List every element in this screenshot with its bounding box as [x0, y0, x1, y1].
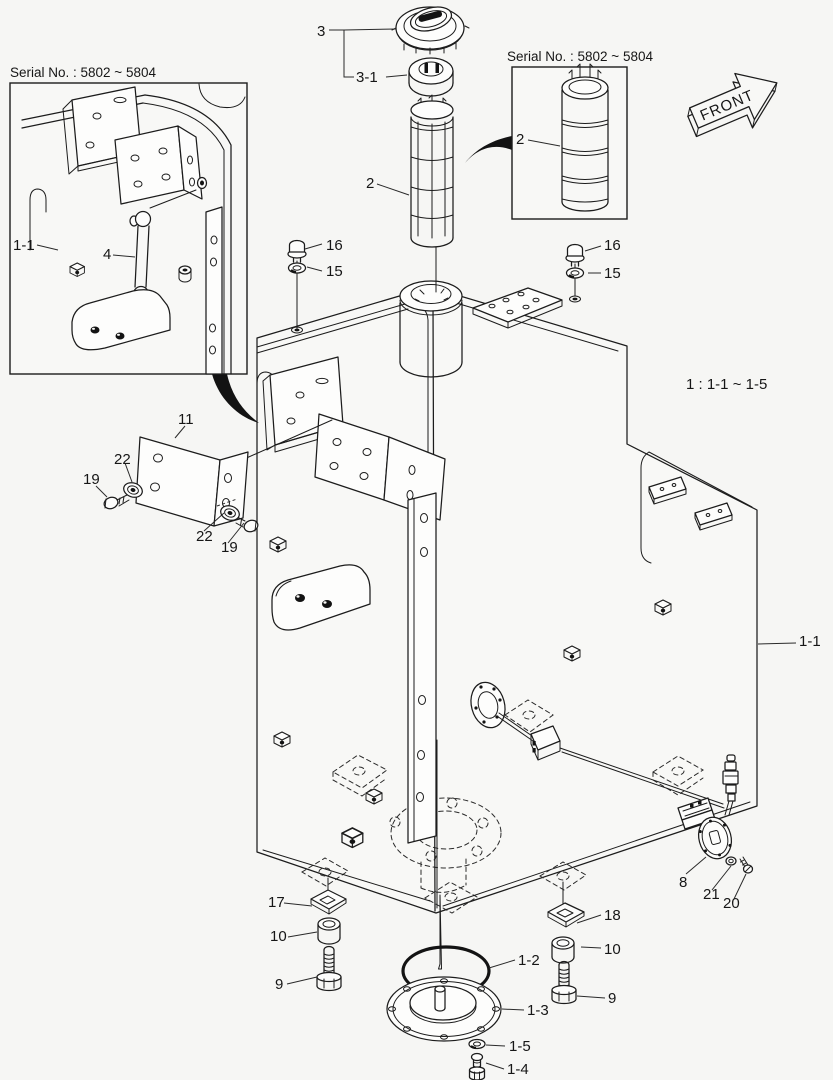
filler-neck [399, 280, 463, 378]
bracket-washer-left [123, 482, 143, 498]
assembly-ratio-note: 1 : 1-1 ~ 1-5 [686, 376, 767, 393]
callout-bolt-top-right: 16 [604, 237, 621, 254]
callout-bolt-bracket-left: 19 [83, 471, 100, 488]
callout-shim-right: 18 [604, 907, 621, 924]
callout-washer-top-right: 15 [604, 265, 621, 282]
inset-right-pointer [465, 136, 512, 163]
callout-spacer-right: 10 [604, 941, 621, 958]
channel-strip [407, 492, 437, 844]
bracket-bolt-left [103, 494, 130, 510]
inset-bracket-lower [114, 125, 203, 205]
callout-bolt-mount-left: 9 [275, 976, 283, 993]
callout-spacer-left: 10 [270, 928, 287, 945]
callout-sender-bolt: 20 [723, 895, 740, 912]
inset-cover-bracket [71, 289, 171, 351]
weld-nuts [269, 536, 672, 849]
inset-left-callout-4: 4 [103, 246, 111, 263]
leader-lines [95, 28, 797, 1070]
serial-inset-left: Serial No. : 5802 ~ 5804 1-1 4 [9, 65, 248, 375]
inset-left-serial-note: Serial No. : 5802 ~ 5804 [10, 65, 156, 80]
drain-assembly [386, 894, 502, 1080]
drain-flange [386, 976, 502, 1042]
hidden-mount-pads [301, 699, 704, 914]
callout-oring: 1-2 [518, 952, 540, 969]
spacer-left [317, 917, 341, 945]
callout-shim-left: 17 [268, 894, 285, 911]
mount-bolt-left [316, 945, 342, 992]
cover-bracket [271, 564, 371, 631]
top-bolt-left [287, 239, 307, 330]
callout-bolt-mount-right: 9 [608, 990, 616, 1007]
callout-flange: 1-3 [527, 1002, 549, 1019]
top-bolt-hole-right [569, 295, 581, 303]
inset-right-serial-note: Serial No. : 5802 ~ 5804 [507, 49, 653, 64]
callout-cap: 3 [317, 23, 325, 40]
front-direction-arrow: FRONT [687, 72, 778, 138]
sender-bolt [739, 856, 754, 874]
mount-left [310, 877, 347, 992]
callout-tank: 1-1 [799, 633, 821, 650]
inset-left-pointer [212, 374, 259, 423]
callout-washer-bracket-right: 22 [196, 528, 213, 545]
callout-cap-ring: 3-1 [356, 69, 378, 86]
callout-flange-washer: 1-5 [509, 1038, 531, 1055]
callout-bolt-bracket-right: 19 [221, 539, 238, 556]
flange-washer [468, 1038, 486, 1050]
top-washer-right [565, 267, 585, 279]
inset-right-callout-2: 2 [516, 131, 524, 148]
top-access-plate [472, 287, 563, 329]
callout-sender-washer: 21 [703, 886, 720, 903]
inset-strip [205, 206, 223, 375]
callout-flange-bolt: 1-4 [507, 1061, 529, 1078]
serial-inset-right: Serial No. : 5802 ~ 5804 2 [507, 49, 653, 220]
sender-wire [496, 712, 725, 809]
callout-labels: 3 3-1 2 16 15 16 15 11 22 19 22 19 1 : 1… [83, 23, 821, 1078]
sender-washer [725, 856, 737, 866]
callout-bolt-top-left: 16 [326, 237, 343, 254]
flange-bolt [468, 1052, 486, 1080]
top-washer-left [287, 262, 307, 274]
sender-connector [722, 754, 739, 816]
cap-retainer-ring [408, 57, 454, 97]
mount-bars-right [648, 476, 733, 531]
spacer-right [551, 936, 575, 964]
filler-cap [391, 6, 470, 55]
suction-port-flange [470, 681, 506, 729]
callout-fuel-sender: 8 [679, 874, 687, 891]
callout-washer-top-left: 15 [326, 263, 343, 280]
mount-bolt-right [551, 960, 577, 1005]
inset-left-callout-1-1: 1-1 [13, 237, 35, 254]
mount-right [547, 881, 585, 1005]
callout-bracket: 11 [178, 411, 194, 428]
callout-strainer: 2 [366, 175, 374, 192]
fuel-sender-unit [677, 754, 754, 874]
callout-washer-bracket-left: 22 [114, 451, 131, 468]
inset-strainer [561, 63, 609, 212]
bracket-bolt-right [235, 517, 259, 533]
top-bolt-right [565, 243, 585, 297]
suction-strainer [410, 94, 454, 293]
bracket-washer-right [220, 505, 240, 521]
